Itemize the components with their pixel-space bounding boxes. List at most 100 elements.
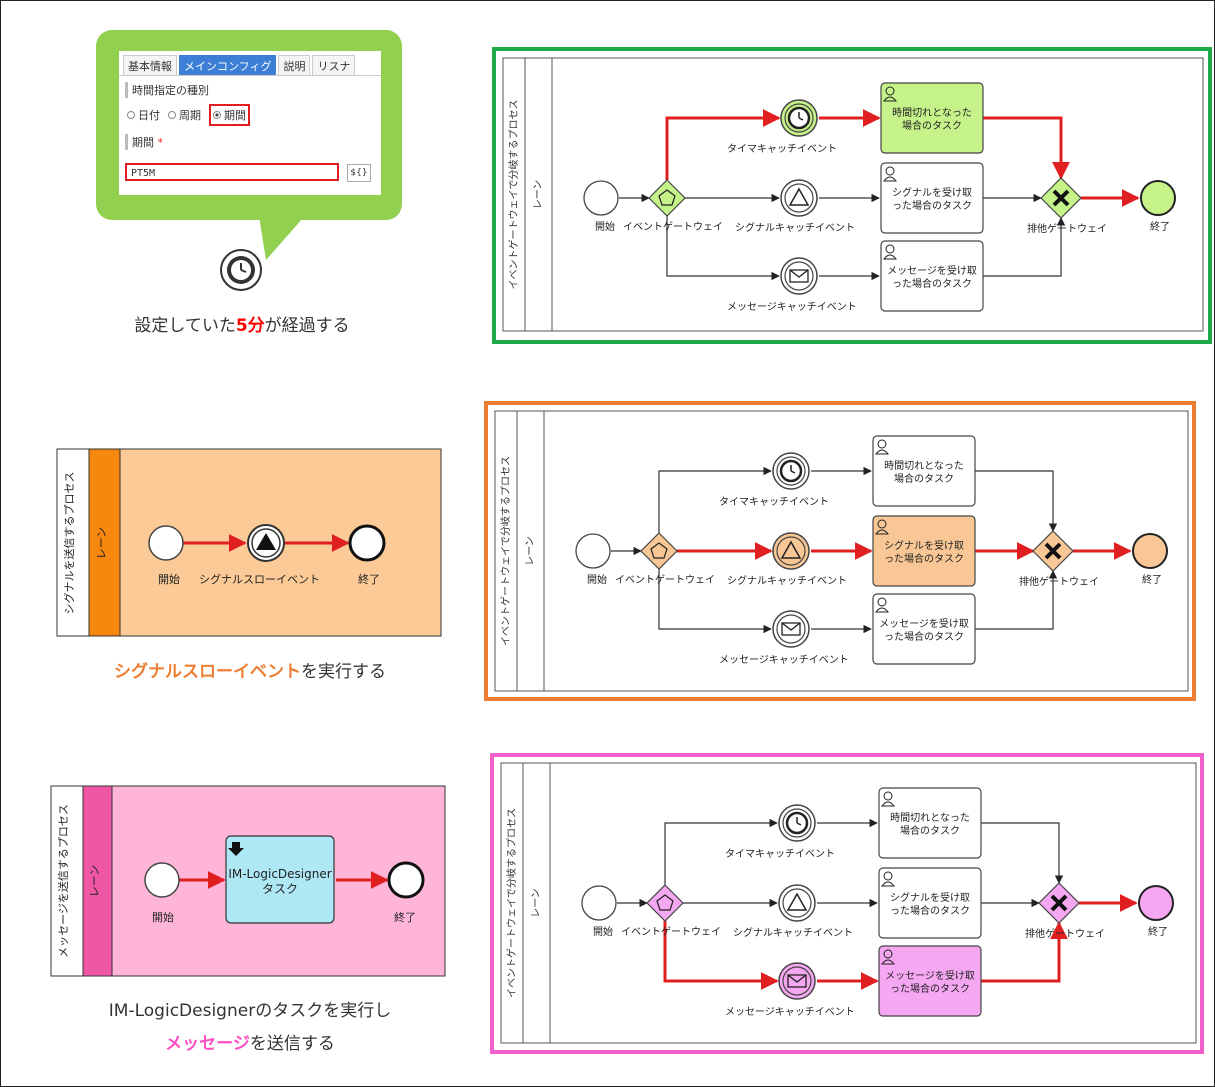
signal-lane-header bbox=[88, 448, 121, 637]
message-catch-event bbox=[780, 257, 818, 295]
message-task-label-line2: った場合のタスク bbox=[892, 277, 972, 290]
user-task-icon bbox=[883, 949, 893, 959]
user-task-icon bbox=[877, 519, 887, 529]
message-event-inner-ring bbox=[784, 261, 814, 291]
timer-task-label-line2: 場合のタスク bbox=[894, 472, 954, 485]
user-body-icon bbox=[874, 529, 890, 535]
signal-task-label-line2: った場合のタスク bbox=[892, 199, 972, 212]
tab-description[interactable]: 説明 bbox=[278, 55, 311, 75]
signal-user-task bbox=[872, 515, 976, 587]
signal-task-label-line2: った場合のタスク bbox=[890, 904, 970, 917]
user-task-icon bbox=[883, 791, 893, 801]
user-body-icon bbox=[882, 96, 898, 102]
radio-cycle[interactable]: 周期 bbox=[168, 107, 201, 123]
timer-config-panel: 基本情報 メインコンフィグ 説明 リスナ 時間指定の種別 日付 周期 期間 期間… bbox=[119, 51, 381, 195]
message-lane-label: レーン bbox=[88, 865, 101, 897]
task-label-line1: IM-LogicDesigner bbox=[228, 867, 331, 881]
user-body-icon bbox=[880, 881, 896, 887]
timer-user-task bbox=[878, 787, 982, 859]
signal-pool-header bbox=[56, 448, 90, 637]
tab-listener[interactable]: リスナ bbox=[312, 55, 356, 75]
user-body-icon bbox=[882, 176, 898, 182]
user-task-icon bbox=[883, 871, 893, 881]
down-arrow-icon bbox=[228, 842, 244, 856]
message-start-label: 開始 bbox=[152, 910, 174, 924]
user-task-icon bbox=[885, 86, 895, 96]
time-type-radios: 日付 周期 期間 bbox=[127, 104, 373, 126]
gateway-label: イベントゲートウェイ bbox=[623, 221, 723, 233]
task-label-line2: タスク bbox=[262, 882, 298, 896]
flow-task-xor-timer bbox=[981, 822, 1064, 884]
signal-event-inner-ring bbox=[784, 183, 814, 213]
end-event bbox=[1138, 885, 1174, 921]
flow-task-xor-message bbox=[983, 217, 1066, 277]
pool-label: イベントゲートウェイで分岐するプロセス bbox=[505, 808, 518, 998]
end-label: 終了 bbox=[1150, 220, 1170, 233]
message-task-label-line2: った場合のタスク bbox=[884, 630, 964, 643]
signal-catch-event bbox=[780, 179, 818, 217]
variant-highlight-border bbox=[484, 401, 1196, 701]
signal-lane-label: レーン bbox=[95, 527, 108, 559]
duration-input[interactable]: PT5M bbox=[125, 163, 339, 181]
lane-label: レーン bbox=[525, 536, 536, 566]
lane-label: レーン bbox=[531, 888, 542, 918]
message-caption-line1: IM-LogicDesignerのタスクを実行し bbox=[108, 1001, 392, 1021]
radio-label: 期間 bbox=[224, 109, 246, 122]
end-label: 終了 bbox=[1142, 573, 1162, 586]
signal-caption: シグナルスローイベントを実行する bbox=[70, 657, 430, 682]
user-body-icon bbox=[882, 254, 898, 260]
timer-task-label-line1: 時間切れとなった bbox=[892, 107, 972, 119]
pool-label: イベントゲートウェイで分岐するプロセス bbox=[507, 100, 520, 290]
message-event-label: メッセージキャッチイベント bbox=[719, 654, 849, 666]
radio-duration[interactable]: 期間 bbox=[209, 104, 250, 126]
signal-end-label: 終了 bbox=[358, 572, 380, 586]
signal-event-label: シグナルスローイベント bbox=[199, 572, 320, 586]
radio-date[interactable]: 日付 bbox=[127, 107, 160, 123]
signal-process-diagram: シグナルを送信するプロセス レーン 開始 シグナルスローイベント 終了 bbox=[56, 448, 442, 637]
clock-hands-icon bbox=[796, 817, 802, 826]
start-event bbox=[583, 180, 619, 216]
user-body-icon bbox=[880, 801, 896, 807]
gateway-label: イベントゲートウェイ bbox=[621, 926, 721, 938]
message-task-label-line1: メッセージを受け取 bbox=[887, 265, 977, 277]
timer-event-label: タイマキャッチイベント bbox=[725, 848, 835, 860]
x-mark-icon bbox=[1052, 189, 1070, 207]
signal-pool-label: シグナルを送信するプロセス bbox=[62, 472, 76, 615]
flow-gateway-message bbox=[666, 216, 780, 281]
radio-label: 日付 bbox=[138, 109, 160, 122]
start-event bbox=[581, 885, 617, 921]
end-label: 終了 bbox=[1148, 925, 1168, 938]
timer-event-inner-ring bbox=[776, 456, 806, 486]
message-end-label: 終了 bbox=[394, 910, 416, 924]
tab-main-config[interactable]: メインコンフィグ bbox=[179, 55, 277, 75]
message-task-label-line1: メッセージを受け取 bbox=[879, 618, 969, 630]
signal-catch-event bbox=[778, 884, 816, 922]
signal-event-label: シグナルキャッチイベント bbox=[733, 926, 853, 939]
message-catch-event bbox=[778, 962, 816, 1000]
radio-dot bbox=[127, 111, 135, 119]
start-event bbox=[575, 533, 611, 569]
tab-basic-info[interactable]: 基本情報 bbox=[123, 55, 177, 75]
signal-end-event bbox=[348, 524, 386, 562]
user-body-icon bbox=[874, 449, 890, 455]
pentagon-icon bbox=[656, 894, 674, 911]
callout-tail bbox=[258, 210, 310, 260]
message-event-label: メッセージキャッチイベント bbox=[725, 1006, 855, 1018]
timer-task-label-line2: 場合のタスク bbox=[902, 119, 962, 132]
timer-user-task bbox=[880, 82, 984, 154]
timer-user-task bbox=[872, 435, 976, 507]
pool-box bbox=[502, 57, 1204, 332]
variant-highlight-border bbox=[492, 47, 1212, 344]
logicdesigner-task bbox=[225, 835, 335, 924]
variable-button[interactable]: ${} bbox=[347, 164, 371, 182]
timer-task-label-line1: 時間切れとなった bbox=[884, 460, 964, 472]
flow-gateway-timer bbox=[665, 109, 781, 180]
user-body-icon bbox=[874, 607, 890, 613]
pool-label: イベントゲートウェイで分岐するプロセス bbox=[499, 456, 512, 646]
triangle-icon bbox=[780, 540, 802, 559]
exclusive-gateway-label: 排他ゲートウェイ bbox=[1019, 575, 1099, 588]
user-task-icon bbox=[877, 597, 887, 607]
flow-task-xor-timer bbox=[975, 470, 1058, 532]
caption-post: が経過する bbox=[264, 316, 350, 336]
signal-throw-event bbox=[247, 524, 285, 562]
